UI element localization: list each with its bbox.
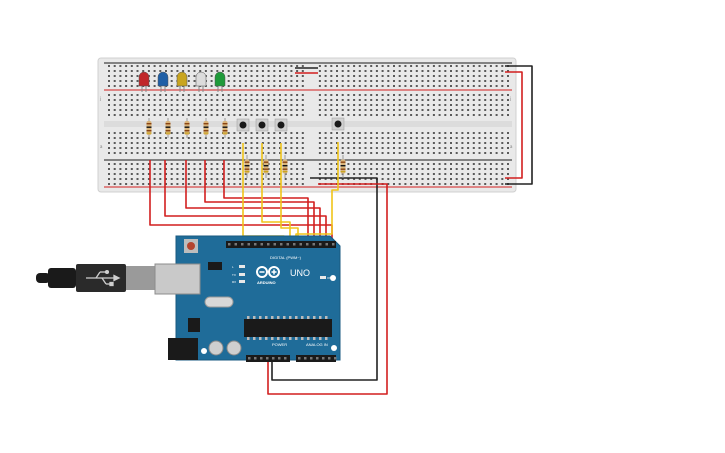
wire-red-right-loop[interactable] [505, 71, 523, 179]
resistor-group [146, 118, 346, 178]
pushbutton[interactable] [236, 118, 250, 132]
mount-hole [330, 275, 336, 281]
white-led[interactable] [195, 71, 207, 92]
row-letter-j: j [99, 96, 101, 101]
breadboard-holes [108, 65, 509, 185]
power-label: POWER [272, 342, 287, 347]
usb-jack [154, 263, 201, 295]
crystal [204, 296, 234, 308]
led-label-l: L [232, 265, 234, 269]
arduino-uno-board[interactable]: UNO ARDUINO DIGITAL (PWM~) POWER ANALOG … [154, 235, 341, 362]
atmega-chip [244, 316, 332, 340]
wire-red-led4[interactable] [204, 160, 315, 241]
wire-red-led3[interactable] [185, 160, 321, 241]
led-label-tx: TX [232, 273, 236, 277]
on-label: ON [327, 276, 332, 280]
row-letter-a: a [100, 144, 103, 149]
pushbutton[interactable] [331, 117, 345, 131]
blue-led[interactable] [157, 71, 169, 92]
button-resistor[interactable] [340, 155, 346, 178]
dc-power-jack [168, 338, 198, 360]
arduino-logo [256, 266, 280, 278]
wires [149, 65, 533, 395]
led-resistor[interactable] [203, 118, 209, 138]
mount-hole [331, 345, 337, 351]
wire-red-led5[interactable] [223, 160, 309, 241]
usb-chip [208, 262, 222, 270]
red-led[interactable] [138, 71, 150, 92]
pushbutton[interactable] [274, 118, 288, 132]
pushbutton-group [236, 117, 345, 132]
row-letter-a-right: a [510, 144, 513, 149]
wire-black-gnd[interactable] [271, 177, 378, 381]
wire-red-5v[interactable] [267, 183, 388, 395]
led-resistor[interactable] [146, 118, 152, 138]
led-label-rx: RX [232, 280, 236, 284]
green-led[interactable] [214, 71, 226, 92]
wire-yellow-btn2[interactable] [261, 143, 291, 243]
regulator-chip [188, 318, 200, 332]
led-resistor[interactable] [222, 118, 228, 138]
digital-header-label: DIGITAL (PWM~) [270, 255, 302, 260]
button-resistor[interactable] [282, 155, 288, 178]
led-resistor[interactable] [165, 118, 171, 138]
led-group [138, 71, 226, 92]
reset-button[interactable] [184, 239, 198, 253]
mount-hole [201, 348, 207, 354]
wire-black-right-loop[interactable] [505, 65, 533, 185]
capacitor [226, 340, 242, 356]
analog-in-label: ANALOG IN [306, 342, 328, 347]
row-letter-j-right: j [509, 96, 511, 101]
led-resistor[interactable] [184, 118, 190, 138]
button-resistor[interactable] [263, 155, 269, 178]
button-resistor[interactable] [244, 155, 250, 178]
board-model-label: UNO [290, 268, 310, 278]
wire-red-led2[interactable] [164, 160, 327, 241]
brand-label: ARDUINO [257, 280, 276, 285]
yellow-led[interactable] [176, 71, 188, 92]
pushbutton[interactable] [255, 118, 269, 132]
onboard-leds: L TX RX ON [232, 265, 332, 284]
capacitor [208, 340, 224, 356]
usb-icon [86, 269, 121, 287]
